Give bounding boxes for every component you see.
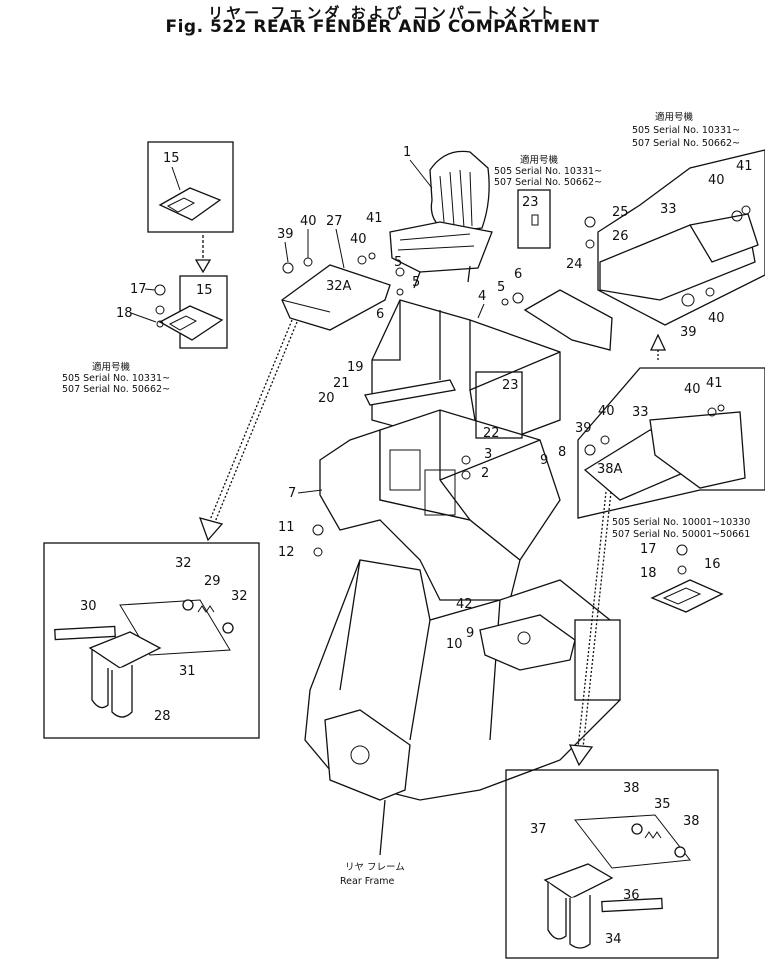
- label-30: 30: [80, 599, 97, 614]
- center-parts: 19 21 20 23 22 3 2 11 12 42 10 9 9 8: [278, 360, 566, 652]
- label-39-a: 39: [277, 227, 294, 242]
- serial-note-b-line2: 507 Serial No. 50662~: [494, 177, 602, 188]
- label-20: 20: [318, 391, 335, 406]
- label-24: 24: [566, 257, 583, 272]
- label-4: 4: [478, 289, 486, 304]
- label-23-b: 23: [522, 195, 539, 210]
- label-8: 8: [558, 445, 566, 460]
- label-17-b: 17: [640, 542, 657, 557]
- label-18-a: 18: [116, 306, 133, 321]
- label-40-f: 40: [598, 404, 615, 419]
- arrow-left-cover: [198, 319, 298, 542]
- rear-frame: リヤ フレーム Rear Frame: [304, 559, 621, 887]
- label-15-a: 15: [163, 151, 180, 166]
- label-9-a: 9: [466, 626, 474, 641]
- figure-title: Fig. 522 REAR FENDER AND COMPARTMENT: [165, 17, 600, 37]
- label-3: 3: [484, 447, 492, 462]
- label-40-a: 40: [300, 214, 317, 229]
- label-6-b: 6: [514, 267, 522, 282]
- label-9-b: 9: [540, 453, 548, 468]
- rear-frame-label: Rear Frame: [340, 876, 395, 887]
- label-35: 35: [654, 797, 671, 812]
- label-2: 2: [481, 466, 489, 481]
- label-11: 11: [278, 520, 295, 535]
- label-40-c: 40: [708, 173, 725, 188]
- label-5-c: 5: [497, 280, 505, 295]
- label-33-b: 33: [632, 405, 649, 420]
- label-39-b: 39: [680, 325, 697, 340]
- label-38-b: 38: [683, 814, 700, 829]
- label-37: 37: [530, 822, 547, 837]
- label-5-b: 5: [412, 275, 420, 290]
- serial-note-c-line2: 507 Serial No. 50662~: [632, 138, 740, 149]
- inset-box-part-15-top: 15: [147, 141, 234, 233]
- label-41-a: 41: [366, 211, 383, 226]
- label-18-b: 18: [640, 566, 657, 581]
- serial-note-d-line2: 507 Serial No. 50001~50661: [612, 529, 750, 540]
- serial-note-b-heading: 適用号機: [520, 154, 559, 166]
- right-top-inset: 適用号機 505 Serial No. 10331~ 507 Serial No…: [597, 111, 765, 362]
- label-41-c: 41: [706, 376, 723, 391]
- arrow-down-15: [194, 235, 212, 274]
- label-19: 19: [347, 360, 364, 375]
- label-38-a: 38: [623, 781, 640, 796]
- label-33-a: 33: [660, 202, 677, 217]
- label-21: 21: [333, 376, 350, 391]
- label-31: 31: [179, 664, 196, 679]
- label-40-e: 40: [684, 382, 701, 397]
- serial-note-b-line1: 505 Serial No. 10331~: [494, 166, 602, 177]
- label-26: 26: [612, 229, 629, 244]
- label-36: 36: [623, 888, 640, 903]
- serial-note-d-line1: 505 Serial No. 10001~10330: [612, 517, 750, 528]
- right-mid-inset: 33 40 41 40 39 38A 505 Serial No. 10001~…: [575, 367, 765, 613]
- figure-title-japanese: リヤー フェンダ および コンパートメント: [208, 4, 557, 22]
- serial-note-a: 適用号機 505 Serial No. 10331~ 507 Serial No…: [62, 361, 170, 395]
- label-40-d: 40: [708, 311, 725, 326]
- serial-note-a-heading: 適用号機: [92, 361, 131, 373]
- serial-note-c-line1: 505 Serial No. 10331~: [632, 125, 740, 136]
- label-12: 12: [278, 545, 295, 560]
- label-10: 10: [446, 637, 463, 652]
- inset-box-part-15-bottom: 15 17 18: [116, 275, 228, 349]
- serial-note-a-line1: 505 Serial No. 10331~: [62, 373, 170, 384]
- right-bracket-parts: 23 適用号機 505 Serial No. 10331~ 507 Serial…: [494, 154, 629, 351]
- label-40-b: 40: [350, 232, 367, 247]
- inset-box-left-lock: 32 29 32 30 31 28: [43, 542, 260, 739]
- label-7: 7: [288, 486, 296, 501]
- rear-fender: 7: [288, 409, 561, 601]
- left-cover-assembly: 39 40 27 40 41 32A 5 5 6: [277, 211, 420, 331]
- label-29: 29: [204, 574, 221, 589]
- label-22: 22: [483, 426, 500, 441]
- label-41-b: 41: [736, 159, 753, 174]
- label-39-c: 39: [575, 421, 592, 436]
- label-25: 25: [612, 205, 629, 220]
- label-32-a: 32: [175, 556, 192, 571]
- serial-note-a-line2: 507 Serial No. 50662~: [62, 384, 170, 395]
- label-32a: 32A: [326, 279, 352, 294]
- label-38a: 38A: [597, 462, 623, 477]
- label-32-b: 32: [231, 589, 248, 604]
- label-16: 16: [704, 557, 721, 572]
- label-27: 27: [326, 214, 343, 229]
- label-23-a: 23: [502, 378, 519, 393]
- label-5-a: 5: [394, 255, 402, 270]
- label-1: 1: [403, 145, 411, 160]
- label-34: 34: [605, 932, 622, 947]
- serial-note-c-heading: 適用号機: [655, 111, 694, 123]
- operator-seat: 1: [389, 145, 493, 289]
- inset-box-right-lock: 38 35 38 37 36 34: [505, 769, 719, 959]
- rear-frame-label-jp: リヤ フレーム: [345, 862, 405, 873]
- arrow-right-cover: [568, 491, 612, 767]
- label-28: 28: [154, 709, 171, 724]
- label-42: 42: [456, 597, 473, 612]
- label-17-a: 17: [130, 282, 147, 297]
- label-6-a: 6: [376, 307, 384, 322]
- label-15-b: 15: [196, 283, 213, 298]
